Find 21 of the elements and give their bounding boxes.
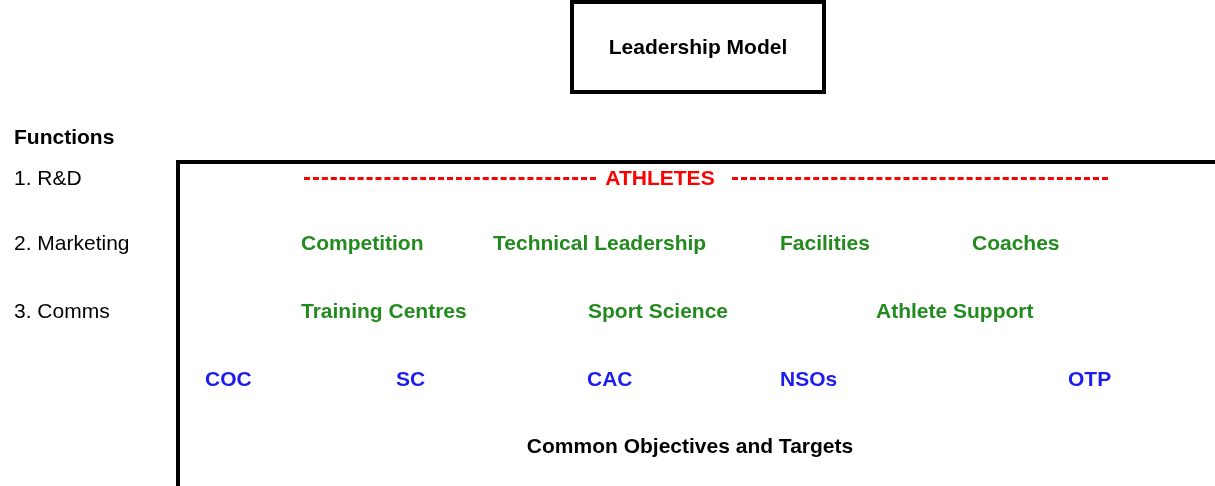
list-item: 1. R&D (14, 166, 82, 190)
organization-text: SC (396, 367, 426, 391)
list-item: 3. Comms (14, 299, 110, 323)
title-text: Leadership Model (608, 35, 788, 59)
heading-text: ATHLETES (605, 166, 715, 190)
bracket-frame (176, 160, 1215, 486)
list-item: 2. Marketing (14, 231, 130, 255)
category-text: Athlete Support (876, 299, 1034, 323)
organization-text: CAC (587, 367, 633, 391)
category-text: Sport Science (588, 299, 729, 323)
category-text: Facilities (780, 231, 870, 255)
category-text: Coaches (972, 231, 1060, 255)
title-box (570, 0, 826, 94)
category-text: Technical Leadership (493, 231, 707, 255)
footer-text: Common Objectives and Targets (526, 434, 854, 458)
organization-text: OTP (1068, 367, 1112, 391)
category-text: Competition (301, 231, 424, 255)
category-text: Training Centres (301, 299, 467, 323)
organization-text: NSOs (780, 367, 838, 391)
organization-text: COC (205, 367, 252, 391)
column-heading: Functions (14, 125, 115, 149)
